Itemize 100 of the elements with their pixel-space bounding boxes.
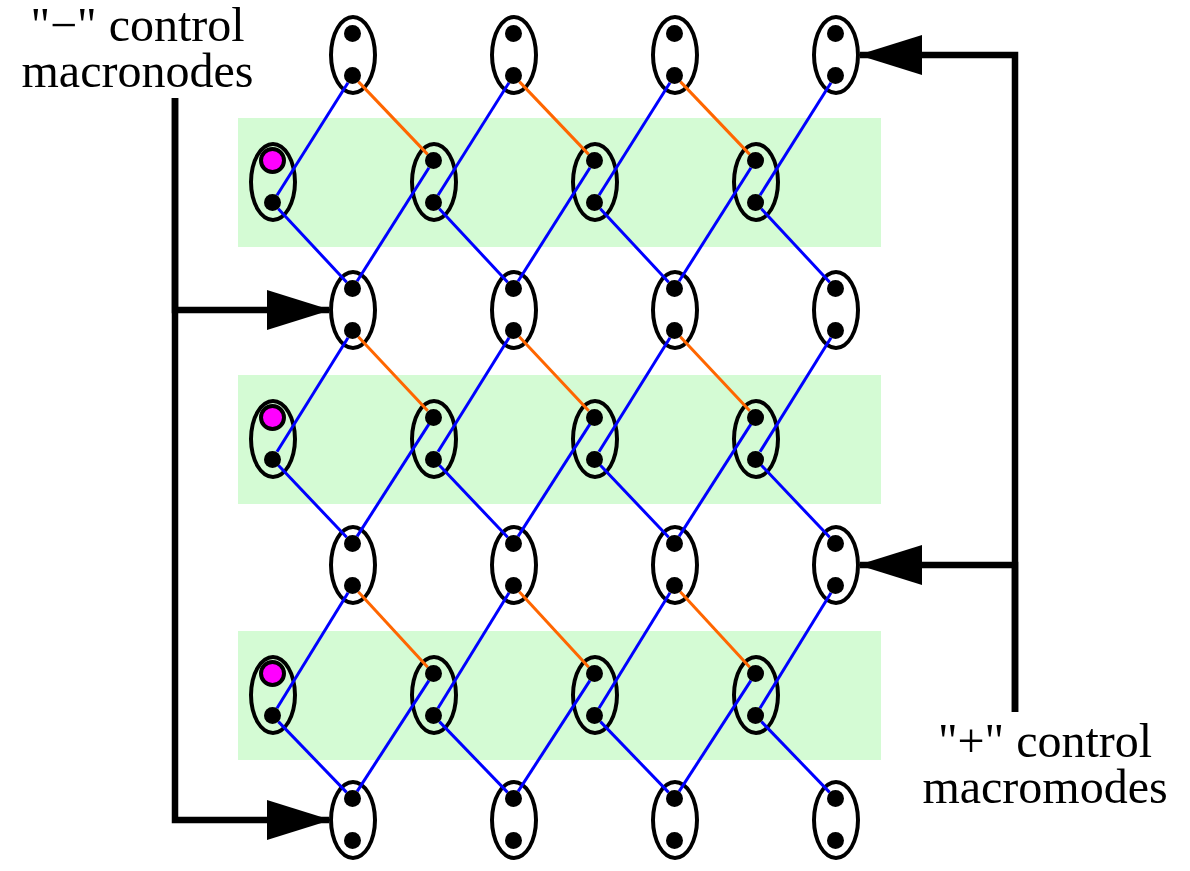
connector-line [516, 679, 592, 793]
macronode-ellipse [812, 270, 860, 350]
connector-line [436, 591, 511, 710]
connector-line [518, 590, 590, 669]
node-dot [827, 67, 844, 84]
node-dot [505, 25, 522, 42]
connector-line [277, 720, 348, 794]
macronode-ellipse [410, 142, 458, 222]
macronode-ellipse [410, 398, 458, 479]
node-dot [666, 535, 683, 552]
macronode-ellipse [329, 780, 377, 860]
connector-line [436, 336, 511, 453]
connector-line [679, 590, 751, 669]
connector-line [677, 679, 753, 793]
node-dot [666, 25, 683, 42]
node-dot [827, 280, 844, 297]
node-dot [666, 322, 683, 339]
connector-line [599, 207, 670, 284]
connector-line [597, 336, 672, 453]
node-dot [344, 25, 361, 42]
connector-line [357, 590, 429, 669]
connector-line [599, 464, 670, 539]
macronode-ellipse [490, 780, 538, 860]
connector-line [518, 80, 590, 156]
macronode-ellipse [571, 142, 619, 222]
macronode-ellipse [651, 15, 699, 95]
node-dot [827, 577, 844, 594]
node-dot [344, 322, 361, 339]
macronode-ellipse [490, 525, 538, 605]
node-dot [505, 832, 522, 849]
node-dot [666, 280, 683, 297]
connector-line [760, 207, 831, 284]
node-dot [666, 832, 683, 849]
macronode-ellipse [651, 270, 699, 350]
node-dot [505, 577, 522, 594]
connector-line [760, 464, 831, 539]
connector-line [357, 80, 429, 156]
node-dot [344, 790, 361, 807]
connector-line [438, 720, 509, 794]
node-dot [827, 25, 844, 42]
macronode-ellipse [812, 15, 860, 95]
macronode-ellipse [732, 398, 780, 479]
macronode-ellipse [812, 780, 860, 860]
node-dot [505, 67, 522, 84]
annotation-label: "−" control macronodes [0, 2, 275, 94]
node-dot [666, 577, 683, 594]
connector-line [275, 591, 350, 710]
macronode-ellipse [329, 270, 377, 350]
connector-line [677, 166, 753, 283]
node-dot [344, 577, 361, 594]
macronode-ellipse [651, 780, 699, 860]
connector-line [599, 720, 670, 794]
connector-line [679, 80, 751, 156]
macronode-ellipse [732, 142, 780, 222]
node-dot [344, 67, 361, 84]
node-dot [505, 280, 522, 297]
connector-line [677, 423, 753, 538]
connector-line [357, 335, 429, 412]
connector-line [516, 166, 592, 283]
macronode-ellipse [249, 655, 297, 735]
macronode-ellipse [329, 15, 377, 95]
connector-line [438, 207, 509, 284]
connector-line [597, 591, 672, 710]
macronode-ellipse [249, 398, 297, 479]
node-dot [344, 280, 361, 297]
node-dot [827, 322, 844, 339]
connector-line [597, 81, 672, 197]
node-dot [505, 790, 522, 807]
connector-line [355, 423, 431, 538]
connector-line [275, 336, 350, 453]
node-dot [505, 322, 522, 339]
connector-line [758, 81, 833, 197]
connector-line [758, 591, 833, 710]
node-dot [666, 67, 683, 84]
macronode-ellipse [410, 655, 458, 735]
highlighted-dot [259, 403, 286, 431]
connector-line [277, 464, 348, 539]
annotation-label: "+" control macromodes [900, 718, 1190, 810]
node-dot [827, 790, 844, 807]
macronode-ellipse [490, 15, 538, 95]
macronode-ellipse [732, 655, 780, 735]
connector-line [275, 81, 350, 197]
node-dot [666, 790, 683, 807]
node-dot [827, 535, 844, 552]
macronode-ellipse [249, 142, 297, 222]
connector-line [436, 81, 511, 197]
node-dot [505, 535, 522, 552]
connector-line [438, 464, 509, 539]
node-dot [827, 832, 844, 849]
macronode-ellipse [571, 398, 619, 479]
connector-line [277, 207, 348, 284]
node-dot [344, 832, 361, 849]
macronode-ellipse [571, 655, 619, 735]
connector-line [355, 679, 431, 793]
connector-line [679, 335, 751, 412]
connector-line [516, 423, 592, 538]
macronode-ellipse [812, 525, 860, 605]
macronode-ellipse [329, 525, 377, 605]
connector-line [760, 720, 831, 794]
connector-line [758, 336, 833, 453]
